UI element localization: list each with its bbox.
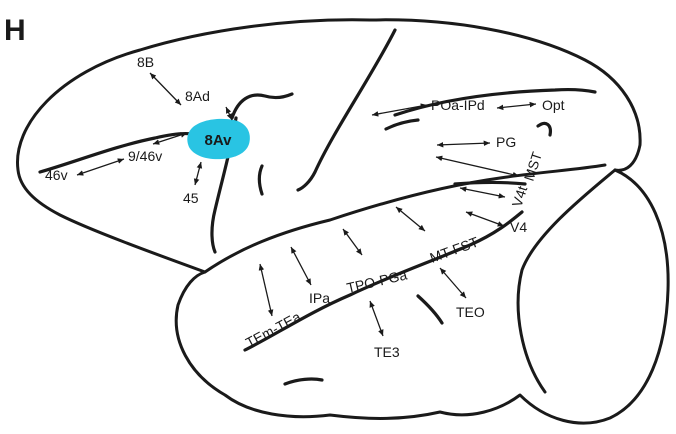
central-sulcus: [296, 28, 397, 192]
sts-posterior-bar: [453, 180, 527, 186]
label-pg: PG: [496, 134, 516, 150]
area-8av-highlight: [187, 118, 250, 160]
arrow-tpo-pga: [342, 228, 363, 256]
superior-temporal-sulcus: [243, 210, 524, 352]
arrow-poa-ipd: [371, 103, 428, 117]
label-ipa: IPa: [309, 290, 330, 306]
label-mt-fst: MT-FST: [428, 233, 481, 265]
arrow-mst: [435, 155, 520, 178]
label-v4t: V4t: [509, 184, 531, 209]
arcuate-sulcus-upper: [230, 92, 294, 120]
arrow-9-46v: [152, 132, 188, 145]
small-sulcus-frontal: [257, 164, 264, 196]
label-tem-tea: TEm-TEa: [243, 308, 304, 350]
arrow-46v: [76, 158, 125, 176]
arrow-8b: [149, 72, 182, 106]
occipitotemporal-sulcus: [416, 294, 444, 325]
label-v4: V4: [510, 219, 527, 235]
label-opt: Opt: [542, 97, 565, 113]
arrow-v4: [465, 211, 505, 227]
arrow-tem-tea: [258, 263, 274, 317]
label-te3: TE3: [374, 344, 400, 360]
arrow-8ad: [225, 106, 233, 121]
label-8ad: 8Ad: [185, 88, 210, 104]
label-9-46v: 9/46v: [128, 148, 162, 164]
arrow-te3: [369, 300, 384, 337]
label-poa-ipd: POa-IPd: [431, 97, 485, 113]
label-45: 45: [183, 190, 199, 206]
label-teo: TEO: [456, 304, 485, 320]
arrow-ipa: [290, 246, 312, 286]
label-mst: MST: [521, 149, 545, 182]
arrow-pg: [436, 140, 491, 148]
label-8av: 8Av: [205, 132, 233, 149]
cerebellum-contour: [516, 168, 617, 394]
arrow-teo: [439, 267, 467, 299]
label-8b: 8B: [137, 54, 154, 70]
sylvian-fissure: [203, 163, 607, 274]
label-tpo-pga: TPO-PGa: [345, 266, 409, 295]
arrow-mt-fst: [395, 206, 426, 232]
label-46v: 46v: [45, 167, 68, 183]
arrow-v4t: [459, 186, 506, 199]
lunate-sulcus: [536, 121, 552, 137]
arrow-45: [193, 161, 203, 186]
arrow-opt: [496, 101, 537, 111]
inferior-temporal-small-sulcus: [283, 377, 324, 386]
parietal-small-sulcus: [384, 118, 420, 131]
brain-outline: [16, 18, 670, 425]
panel-label: H: [4, 14, 26, 47]
intraparietal-sulcus: [393, 88, 597, 117]
